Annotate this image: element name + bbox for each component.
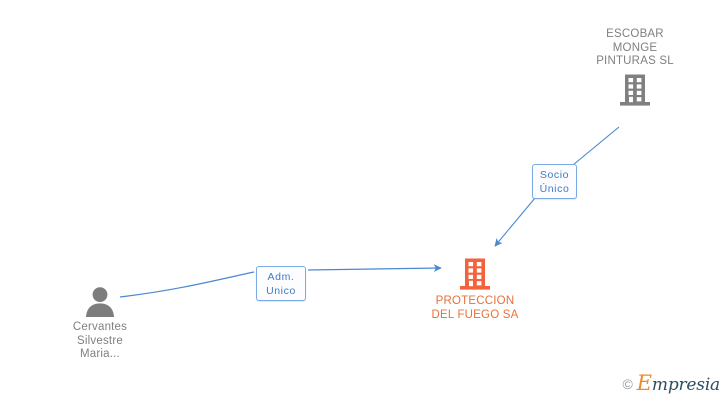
building-icon <box>460 258 490 290</box>
node-cervantes-silvestre-maria[interactable]: Cervantes Silvestre Maria... <box>52 285 148 362</box>
relation-label-socio-unico[interactable]: Socio Único <box>532 164 577 199</box>
brand-rest: mpresia <box>651 375 720 395</box>
edge-adm-unico-right <box>307 264 442 273</box>
building-icon <box>620 74 650 106</box>
relation-label-adm-unico[interactable]: Adm. Unico <box>256 266 306 301</box>
node-label-escobar: ESCOBAR MONGE PINTURAS SL <box>596 28 674 67</box>
node-label-proteccion: PROTECCION DEL FUEGO SA <box>431 295 519 321</box>
brand-initial: E <box>636 371 652 395</box>
person-icon <box>86 287 114 317</box>
edge-socio-unico-lower <box>494 197 536 247</box>
node-escobar-monge-pinturas-sl[interactable]: ESCOBAR MONGE PINTURAS SL <box>574 28 696 107</box>
node-label-cervantes: Cervantes Silvestre Maria... <box>72 321 128 360</box>
empresia-watermark: © Empresia <box>622 373 720 394</box>
edge-adm-unico-left <box>119 271 255 298</box>
brand-logo: Empresia <box>637 373 720 394</box>
node-proteccion-del-fuego-sa[interactable]: PROTECCION DEL FUEGO SA <box>412 257 538 322</box>
copyright-icon: © <box>622 375 633 392</box>
edge-socio-unico-upper <box>572 126 620 166</box>
